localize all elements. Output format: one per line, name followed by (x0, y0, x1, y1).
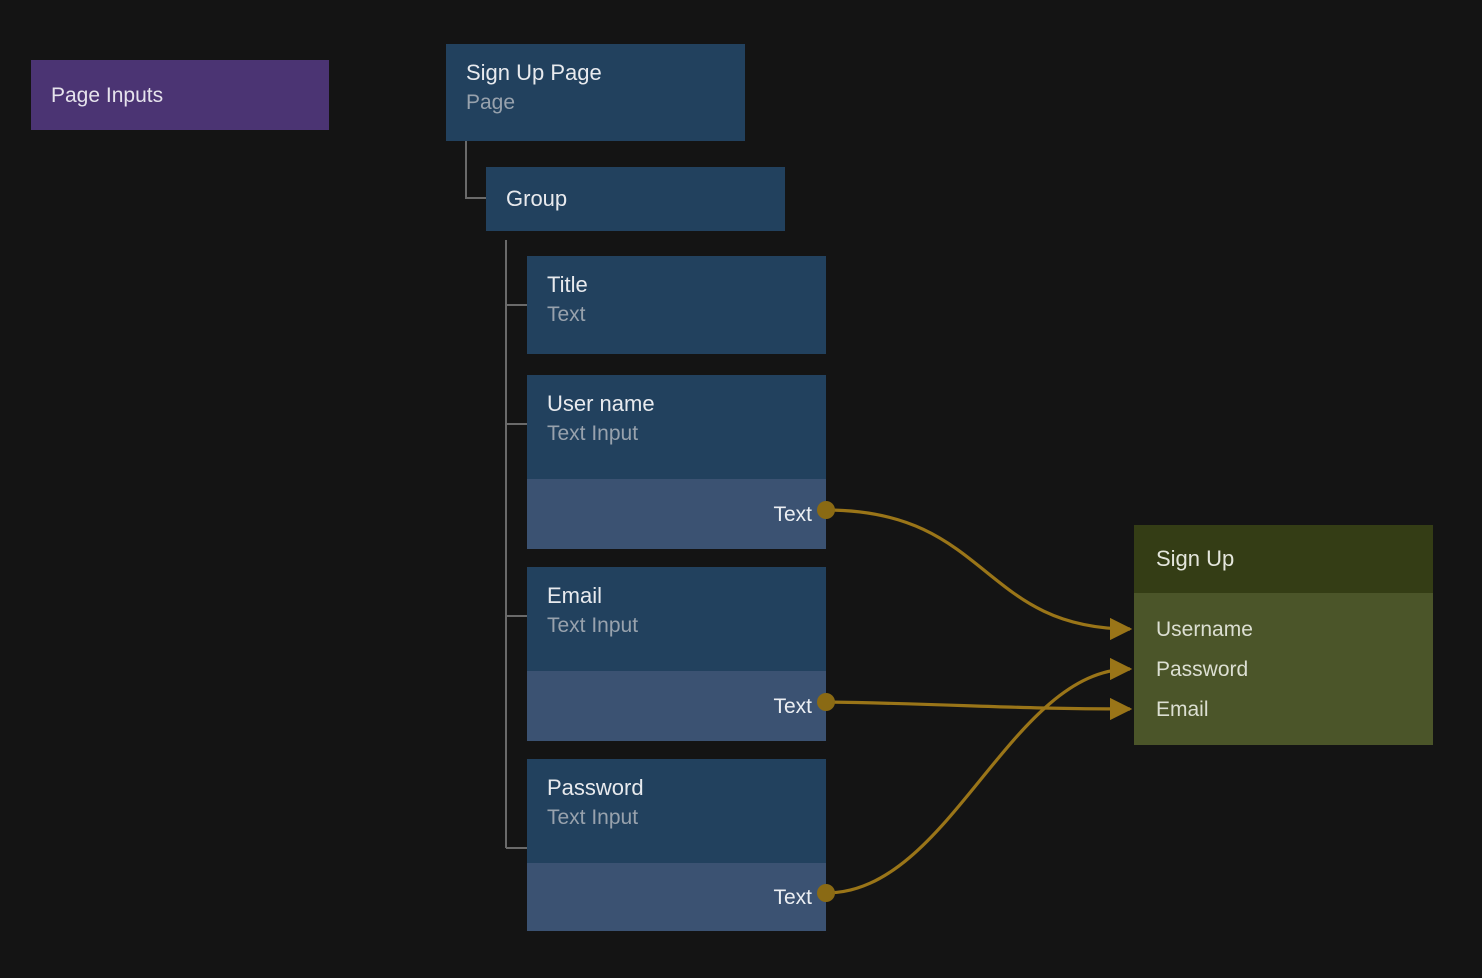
input-port-email[interactable]: Email (1156, 689, 1433, 729)
node-input-ports: Username Password Email (1134, 593, 1433, 745)
node-header: Sign Up (1134, 525, 1433, 593)
node-title: Group (506, 186, 568, 211)
node-header: Group (486, 167, 785, 231)
node-subtitle: Text Input (547, 614, 639, 637)
node-title-text[interactable]: Title Text (527, 256, 826, 354)
wire-username (825, 508, 1133, 641)
wire-password (825, 657, 1133, 895)
node-header: User name Text Input (527, 375, 826, 479)
node-title: Sign Up Page (466, 60, 602, 85)
node-group[interactable]: Group (486, 167, 785, 231)
input-port-label: Username (1156, 617, 1253, 641)
output-port-label: Text (773, 885, 812, 909)
node-password-text-input[interactable]: Password Text Input Text (527, 759, 826, 931)
input-port-username[interactable]: Username (1156, 609, 1433, 649)
output-port-row[interactable]: Text (527, 863, 826, 931)
node-header: Sign Up Page Page (446, 44, 745, 141)
input-port-password[interactable]: Password (1156, 649, 1433, 689)
output-port-row[interactable]: Text (527, 479, 826, 549)
output-port-row[interactable]: Text (527, 671, 826, 741)
node-sign-up-action[interactable]: Sign Up Username Password Email (1134, 525, 1433, 745)
node-email-text-input[interactable]: Email Text Input Text (527, 567, 826, 741)
comment-node-label: Page Inputs (51, 83, 164, 107)
node-user-name-text-input[interactable]: User name Text Input Text (527, 375, 826, 549)
input-port-label: Password (1156, 657, 1249, 681)
node-header: Title Text (527, 256, 826, 354)
node-subtitle: Page (466, 91, 516, 114)
node-title: Sign Up (1156, 546, 1235, 571)
node-subtitle: Text Input (547, 422, 639, 445)
node-title: Email (547, 583, 603, 608)
node-title: Title (547, 272, 588, 297)
input-port-label: Email (1156, 697, 1209, 721)
output-port-label: Text (773, 502, 812, 526)
node-title: Password (547, 775, 644, 800)
node-header: Email Text Input (527, 567, 826, 671)
node-header: Password Text Input (527, 759, 826, 863)
node-subtitle: Text (547, 303, 586, 326)
node-title: User name (547, 391, 655, 416)
wire-email (825, 697, 1133, 721)
output-port-label: Text (773, 694, 812, 718)
node-sign-up-page[interactable]: Sign Up Page Page (446, 44, 745, 141)
comment-node-page-inputs[interactable]: Page Inputs (31, 60, 329, 130)
node-subtitle: Text Input (547, 806, 639, 829)
